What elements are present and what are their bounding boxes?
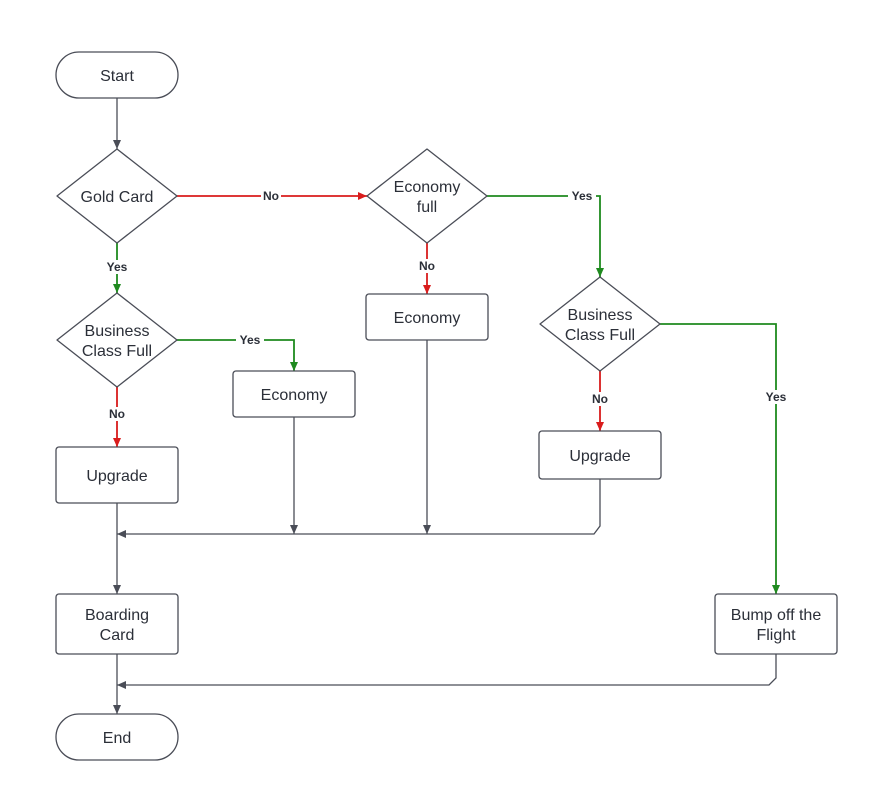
edge-label-background: [590, 392, 610, 406]
edge-label-background: [261, 189, 281, 203]
node-label-line: Gold Card: [81, 189, 154, 206]
node-label-line: full: [417, 199, 437, 216]
edge-label-background: [417, 259, 437, 273]
edge-label-yes: Yes: [240, 333, 261, 347]
decision-diamond: [56, 148, 178, 244]
process-box: [55, 593, 179, 655]
connector-bump-end: [117, 654, 777, 689]
connector-economyfull-businessright: [487, 195, 604, 277]
edge-label-yes: Yes: [572, 189, 593, 203]
edge-economyfull-businessright: Yes: [487, 189, 604, 277]
node-label-line: Flight: [756, 627, 796, 644]
edge-businessright-bump: Yes: [660, 323, 790, 594]
node-label-line: Card: [100, 627, 135, 644]
edge-label-no: No: [263, 189, 279, 203]
node-label-line: Economy: [394, 310, 461, 327]
edge-label-yes: Yes: [107, 260, 128, 274]
edge-upgraderight-merge: [117, 479, 601, 538]
node-label-line: Economy: [261, 387, 328, 404]
node-economy-full[interactable]: Economy full: [366, 148, 488, 244]
node-end[interactable]: End: [55, 713, 179, 761]
node-upgrade-right[interactable]: Upgrade: [538, 430, 662, 480]
node-label-line: Economy: [394, 179, 461, 196]
node-start[interactable]: Start: [55, 51, 179, 99]
node-label-line: Start: [100, 68, 134, 85]
terminal-shape: [55, 713, 179, 761]
node-label-line: Boarding: [85, 607, 149, 624]
edge-label-background: [107, 407, 127, 421]
edge-businessleft-economyleft: Yes: [177, 333, 298, 371]
edge-label-background: [568, 189, 596, 203]
edge-label-yes: Yes: [766, 390, 787, 404]
node-upgrade-left[interactable]: Upgrade: [55, 446, 179, 504]
node-economy-left[interactable]: Economy: [232, 370, 356, 418]
decision-diamond: [366, 148, 488, 244]
node-label-line: Class Full: [565, 327, 635, 344]
edge-gold-businessleft: Yes: [103, 243, 131, 293]
connector-upgraderight-merge: [117, 479, 601, 538]
edge-label-no: No: [592, 392, 608, 406]
node-label-line: Business: [85, 323, 150, 340]
process-box: [55, 446, 179, 504]
node-label-line: Class Full: [82, 343, 152, 360]
edge-label-background: [103, 260, 131, 274]
edge-economyfull-economymid: No: [417, 243, 437, 294]
process-box: [538, 430, 662, 480]
connector-businessright-bump: [660, 323, 780, 594]
node-label-line: Bump off the: [731, 607, 822, 624]
terminal-shape: [55, 51, 179, 99]
node-gold-card[interactable]: Gold Card: [56, 148, 178, 244]
edge-businessleft-upgradeleft: No: [107, 387, 127, 447]
node-economy-mid[interactable]: Economy: [365, 293, 489, 341]
process-box: [714, 593, 838, 655]
edge-gold-economyfull: No: [177, 189, 367, 203]
node-label-line: Upgrade: [569, 448, 630, 465]
edge-bump-end: [117, 654, 777, 689]
edge-label-background: [762, 390, 790, 404]
node-label-line: End: [103, 730, 131, 747]
connector-businessleft-economyleft: [177, 339, 298, 371]
edge-label-no: No: [109, 407, 125, 421]
edge-businessright-upgraderight: No: [590, 371, 610, 431]
decision-diamond: [539, 276, 661, 372]
node-label-line: Upgrade: [86, 468, 147, 485]
edge-label-background: [236, 333, 264, 347]
process-box: [365, 293, 489, 341]
process-box: [232, 370, 356, 418]
edge-label-no: No: [419, 259, 435, 273]
node-label-line: Business: [568, 307, 633, 324]
decision-diamond: [56, 292, 178, 388]
